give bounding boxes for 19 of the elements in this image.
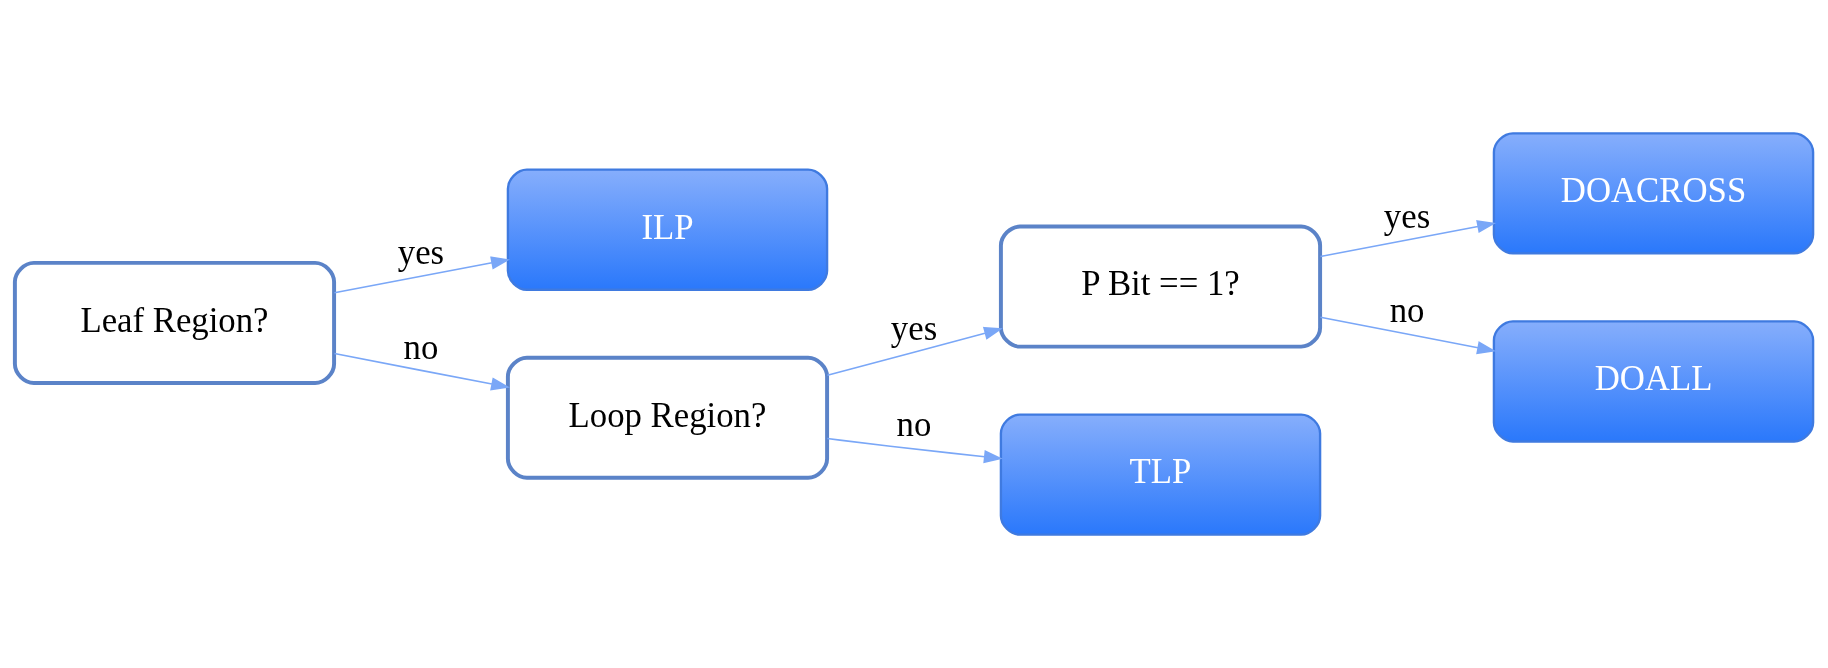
node-box: DOALL bbox=[1492, 320, 1815, 443]
edge-label: no bbox=[403, 327, 439, 367]
node-box: Loop Region? bbox=[505, 355, 830, 480]
edge-label: yes bbox=[397, 232, 445, 272]
arrow bbox=[1319, 220, 1497, 258]
node-box: TLP bbox=[999, 413, 1322, 536]
node-box: Leaf Region? bbox=[12, 260, 337, 385]
arrow bbox=[333, 256, 511, 294]
edge-label: no bbox=[1389, 291, 1425, 331]
arrow bbox=[1319, 316, 1497, 355]
node-box: DOACROSS bbox=[1492, 132, 1815, 255]
arrow bbox=[333, 352, 511, 391]
edge-label: yes bbox=[890, 308, 938, 348]
arrow bbox=[826, 437, 1003, 464]
node-box: P Bit == 1? bbox=[998, 224, 1323, 349]
node-box: ILP bbox=[506, 168, 829, 291]
edge-label: no bbox=[896, 405, 932, 445]
arrow bbox=[826, 326, 1003, 377]
edge-label: yes bbox=[1383, 196, 1431, 236]
